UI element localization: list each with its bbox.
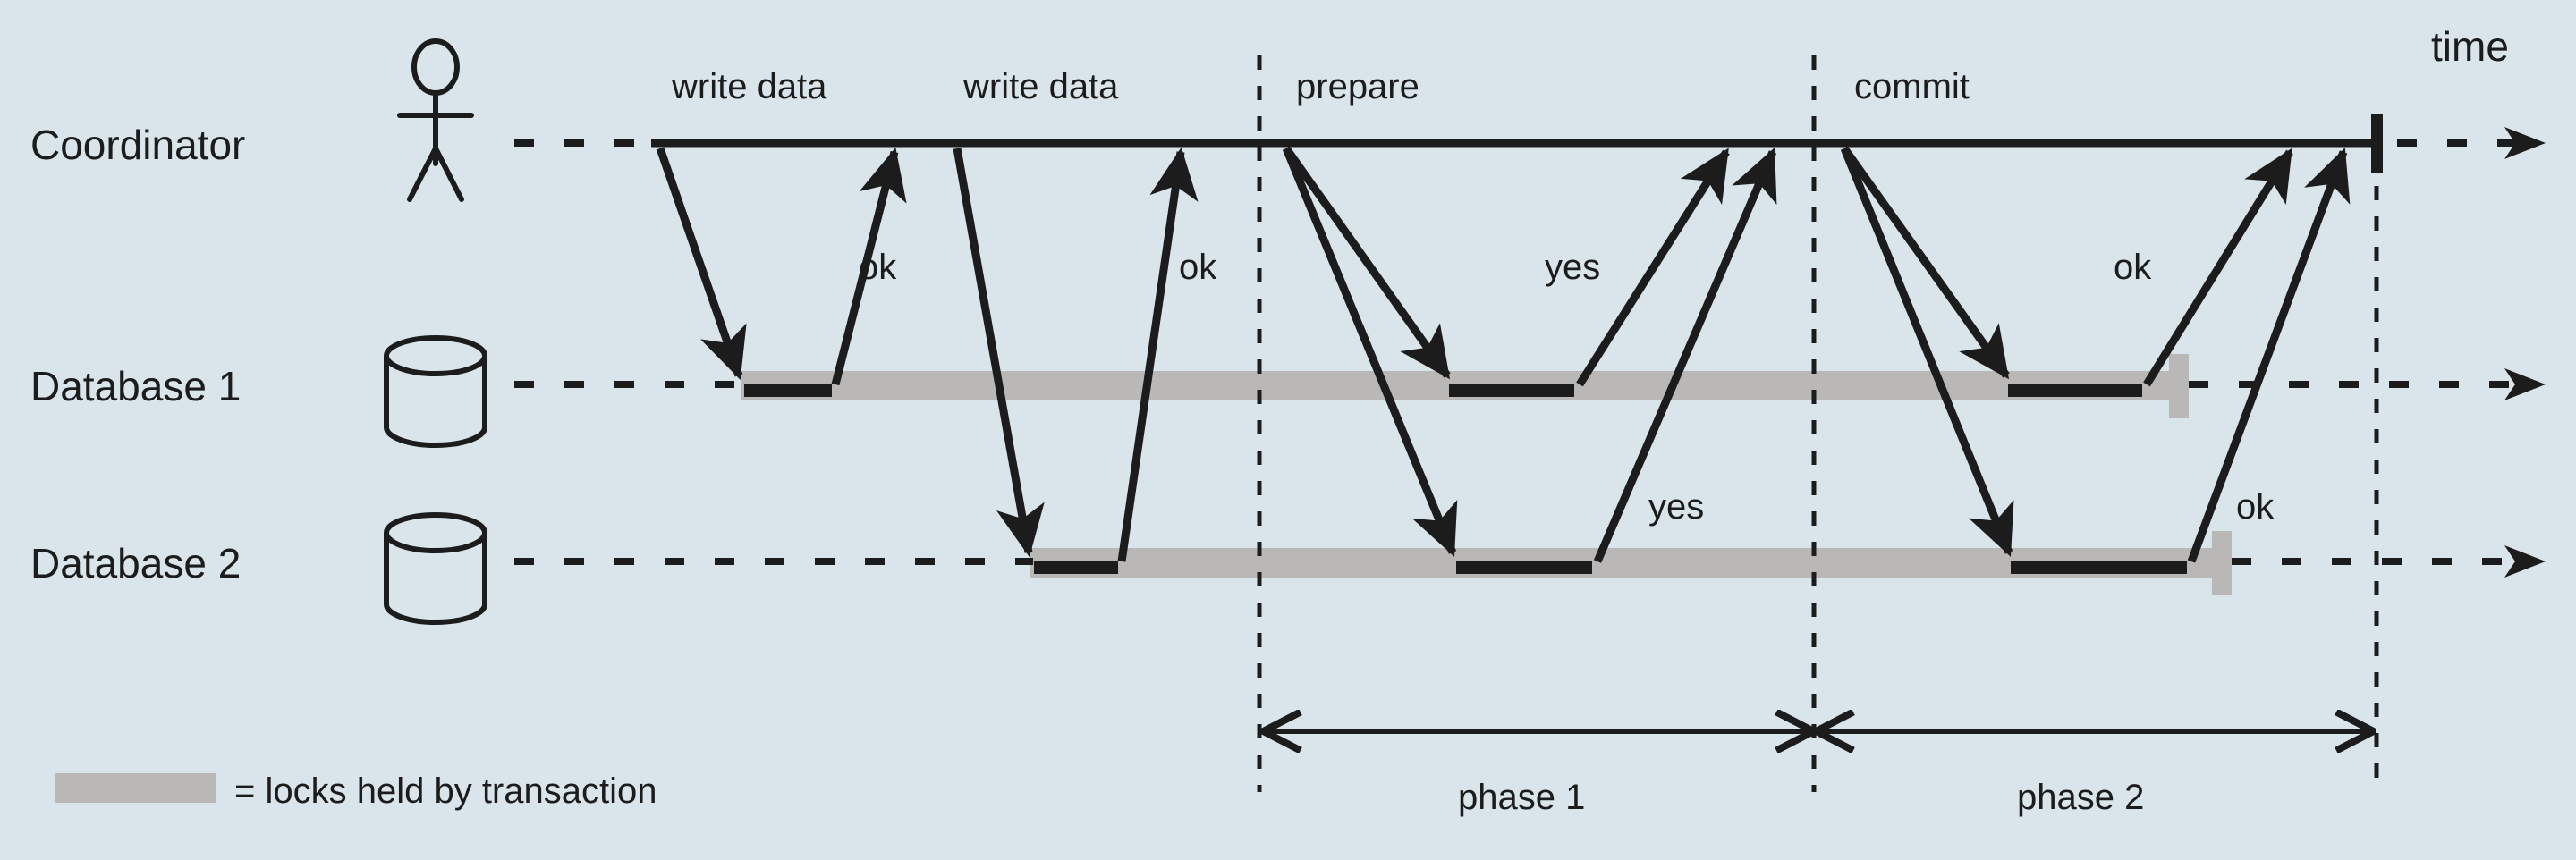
time-axis-label: time (2431, 23, 2509, 70)
message-write-data-db2 (953, 147, 1199, 562)
phase-dividers (1257, 55, 2379, 792)
actor-leg-l (407, 146, 438, 202)
coordinator-time-arrowhead (2504, 127, 2546, 159)
arrow-yes-db1-to-coordinator (1576, 148, 1730, 387)
phase-label-1: phase 1 (1458, 778, 1585, 817)
lifeline-database1 (514, 368, 2546, 400)
arrow-ok2-db2-to-coordinator (2187, 148, 2351, 563)
actor-stick-figure-icon (397, 38, 474, 202)
arrow-write-data-db2 (953, 148, 1045, 558)
reply-label-ok2-db2: ok (2236, 487, 2275, 527)
message-label-write-data-2: write data (962, 67, 1119, 106)
db2-icon-bottom (384, 603, 487, 625)
arrow-yes-db2-to-coordinator (1593, 148, 1777, 563)
reply-label-ok2-db1: ok (2114, 248, 2152, 287)
legend-text: = locks held by transaction (234, 771, 657, 811)
database-cylinder-icon-2 (384, 512, 487, 625)
arrow-ok2-db1-to-coordinator (2143, 148, 2293, 387)
lifeline-coordinator (514, 114, 2546, 173)
participant-label-coordinator: Coordinator (30, 122, 245, 168)
coordinator-end-tick (2371, 114, 2383, 173)
message-label-write-data-1: write data (671, 67, 827, 106)
arrow-prepare-to-db2 (1282, 147, 1458, 557)
arrow-ok-db2-to-coordinator (1117, 147, 1199, 562)
arrow-ok-db1-to-coordinator (831, 147, 907, 386)
database2-time-arrowhead (2504, 545, 2546, 578)
database1-time-arrowhead (2504, 368, 2546, 400)
arrow-write-data-db1 (656, 147, 747, 380)
lock-bar-database1-end-tick (2169, 354, 2189, 418)
legend-lock-swatch (55, 773, 216, 803)
arrow-commit-to-db2 (1840, 147, 2014, 557)
phase-label-2: phase 2 (2017, 778, 2144, 817)
message-label-commit: commit (1854, 67, 1970, 106)
reply-label-yes-db2: yes (1648, 487, 1704, 527)
reply-label-ok-db1: ok (859, 248, 897, 287)
lifeline-database2 (514, 545, 2546, 578)
participant-label-database2: Database 2 (30, 540, 241, 586)
database-cylinder-icon-1 (384, 335, 487, 448)
reply-label-ok-db2: ok (1179, 248, 1217, 287)
arrow-prepare-to-db1 (1283, 146, 1451, 380)
reply-label-yes-db1: yes (1545, 248, 1600, 287)
db1-icon-bottom (384, 426, 487, 448)
message-label-prepare: prepare (1296, 67, 1419, 106)
message-commit (1840, 146, 2351, 563)
actor-leg-r (433, 146, 464, 202)
arrow-commit-to-db1 (1841, 146, 2010, 380)
message-write-data-db1 (656, 147, 907, 386)
participant-label-database1: Database 1 (30, 363, 241, 409)
message-prepare (1282, 146, 1777, 563)
lock-bar-database2-end-tick (2212, 531, 2232, 595)
activation-bars (744, 384, 2187, 574)
